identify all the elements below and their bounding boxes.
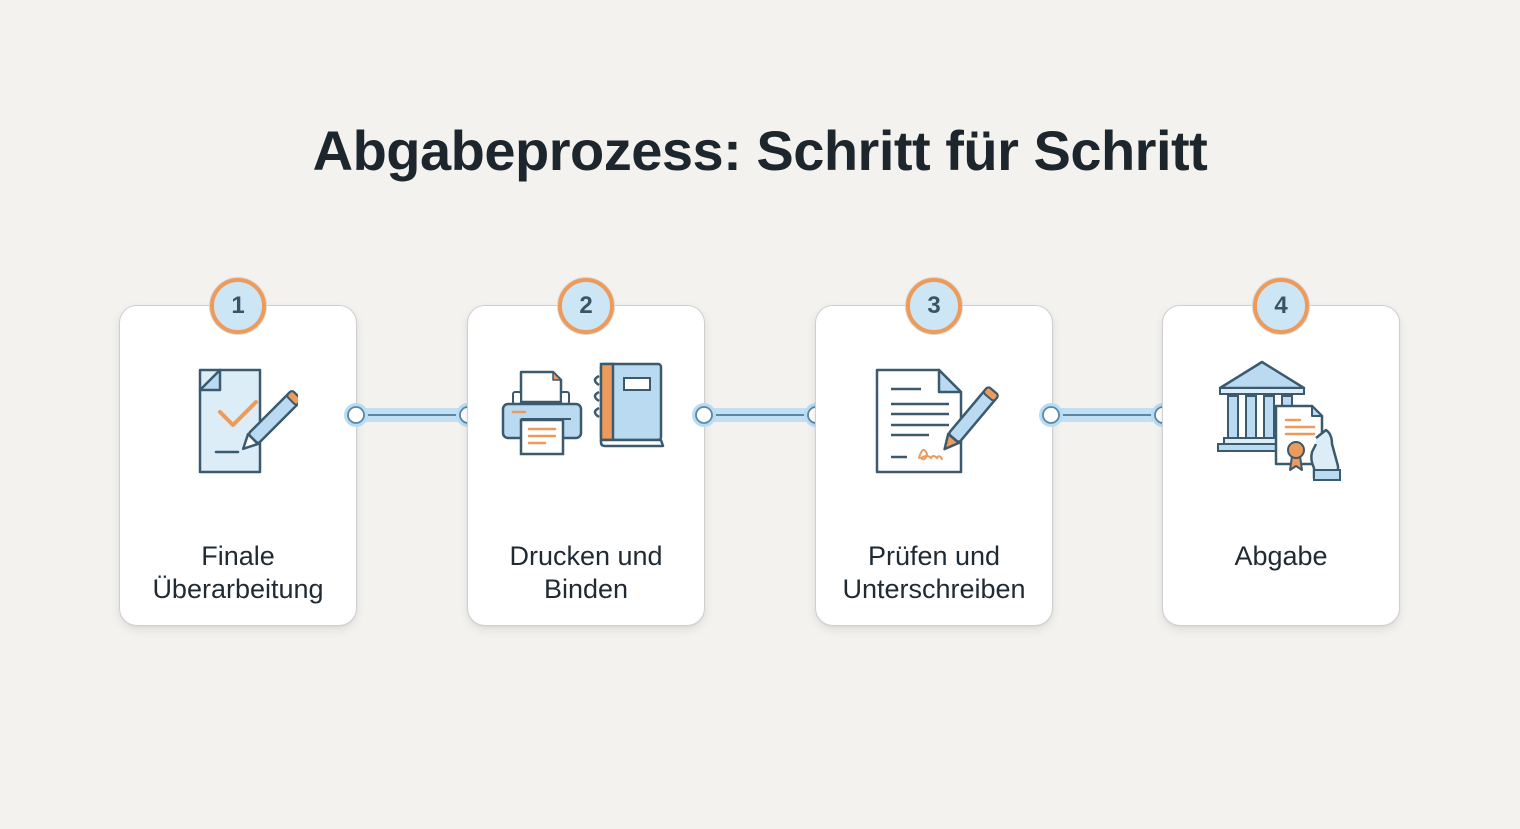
document-signature-pen-icon <box>816 358 1052 486</box>
connector-line <box>344 403 480 427</box>
connector-line <box>1039 403 1175 427</box>
step-label: Finale Überarbeitung <box>152 541 324 604</box>
step-number-badge: 4 <box>1253 278 1309 334</box>
step-label: Prüfen und Unterschreiben <box>842 541 1026 604</box>
step-card-3: 3 Prüfen und Unterschreiben <box>815 278 1053 626</box>
step-label: Drucken und Binden <box>509 541 663 604</box>
step-card-1: 1 Finale Überarbeitung <box>119 278 357 626</box>
page-title: Abgabeprozess: Schritt für Schritt <box>312 119 1208 182</box>
step-card-4: 4 Abgabe <box>1162 278 1400 626</box>
connector-line <box>692 403 828 427</box>
step-card-2: 2 Drucken und Binden <box>467 278 705 626</box>
step-number-badge: 2 <box>558 278 614 334</box>
step-number-badge: 1 <box>210 278 266 334</box>
printer-book-icon <box>468 358 704 486</box>
step-label: Abgabe <box>1234 541 1328 571</box>
institution-certificate-icon <box>1163 358 1399 486</box>
document-check-pen-icon <box>120 358 356 486</box>
step-number-badge: 3 <box>906 278 962 334</box>
